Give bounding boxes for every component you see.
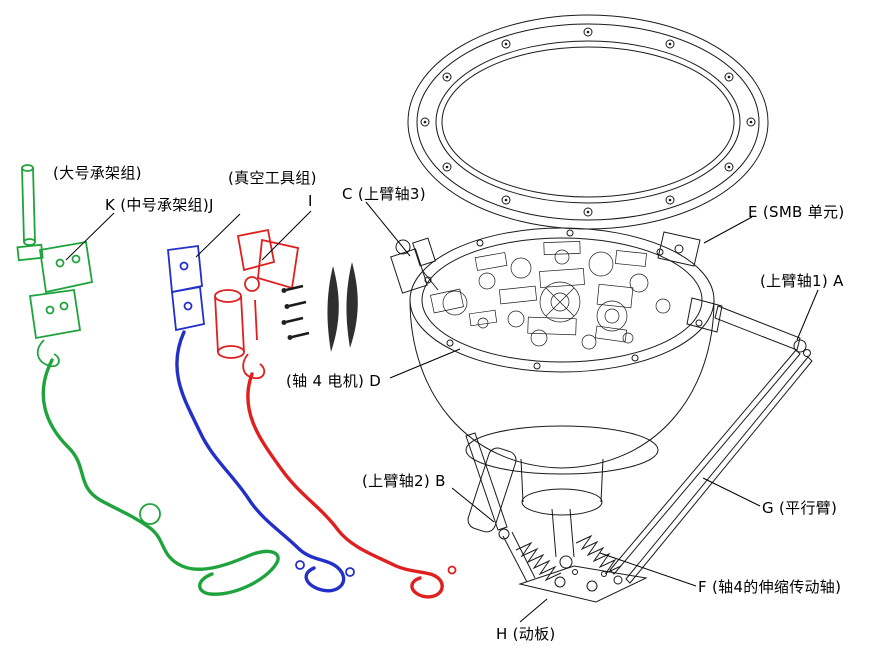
label-vacuum-tool-group: (真空工具组) bbox=[228, 169, 317, 187]
medium-bracket-assembly bbox=[167, 244, 355, 593]
leader-line-h bbox=[519, 598, 548, 623]
leader-line-c bbox=[365, 201, 411, 257]
label-large-bracket-group: (大号承架组) bbox=[53, 164, 142, 182]
leader-lines bbox=[65, 201, 819, 623]
vacuum-tool-assembly bbox=[214, 228, 457, 599]
robot-base-body bbox=[409, 227, 715, 516]
telescopic-shaft bbox=[515, 508, 622, 582]
leader-line-i bbox=[261, 210, 312, 261]
leader-line-a bbox=[796, 289, 819, 341]
top-cover-ring bbox=[407, 14, 769, 230]
leader-line-e bbox=[703, 216, 753, 244]
parallel-arms bbox=[609, 349, 813, 584]
upper-arm-1 bbox=[686, 297, 811, 357]
leader-line-k bbox=[65, 212, 115, 261]
label-b-upper-arm-axis2: (上臂轴2) B bbox=[362, 472, 446, 490]
blade-part bbox=[327, 266, 339, 352]
label-e-smb-unit: E (SMB 单元) bbox=[748, 203, 845, 221]
leader-line-j bbox=[195, 213, 241, 258]
blade-part bbox=[346, 262, 358, 348]
leader-line-f bbox=[599, 552, 697, 587]
label-g-parallel-arm: G (平行臂) bbox=[762, 499, 838, 517]
label-k-medium-bracket-group: K (中号承架组)J bbox=[105, 196, 214, 214]
cover-bolts bbox=[420, 27, 756, 217]
label-h-moving-plate: H (动板) bbox=[496, 625, 556, 643]
fastener-parts bbox=[281, 262, 358, 352]
label-a-upper-arm-axis1: (上臂轴1) A bbox=[760, 272, 844, 290]
label-f-axis4-telescopic-shaft: F (轴4的伸缩传动轴) bbox=[698, 578, 842, 596]
axis3-motor bbox=[390, 237, 439, 294]
label-i-marker: I bbox=[308, 192, 313, 210]
leader-line-b bbox=[451, 487, 495, 523]
large-bracket-assembly bbox=[16, 164, 280, 596]
moving-plate bbox=[518, 565, 648, 603]
internal-mechanism bbox=[430, 241, 671, 350]
label-c-upper-arm-axis3: C (上臂轴3) bbox=[342, 185, 426, 203]
smb-unit-bracket bbox=[657, 231, 701, 267]
label-d-axis4-motor: (轴 4 电机) D bbox=[286, 372, 382, 390]
leader-line-g bbox=[702, 477, 761, 507]
leader-line-d bbox=[389, 348, 461, 379]
upper-arm-2 bbox=[465, 432, 536, 583]
